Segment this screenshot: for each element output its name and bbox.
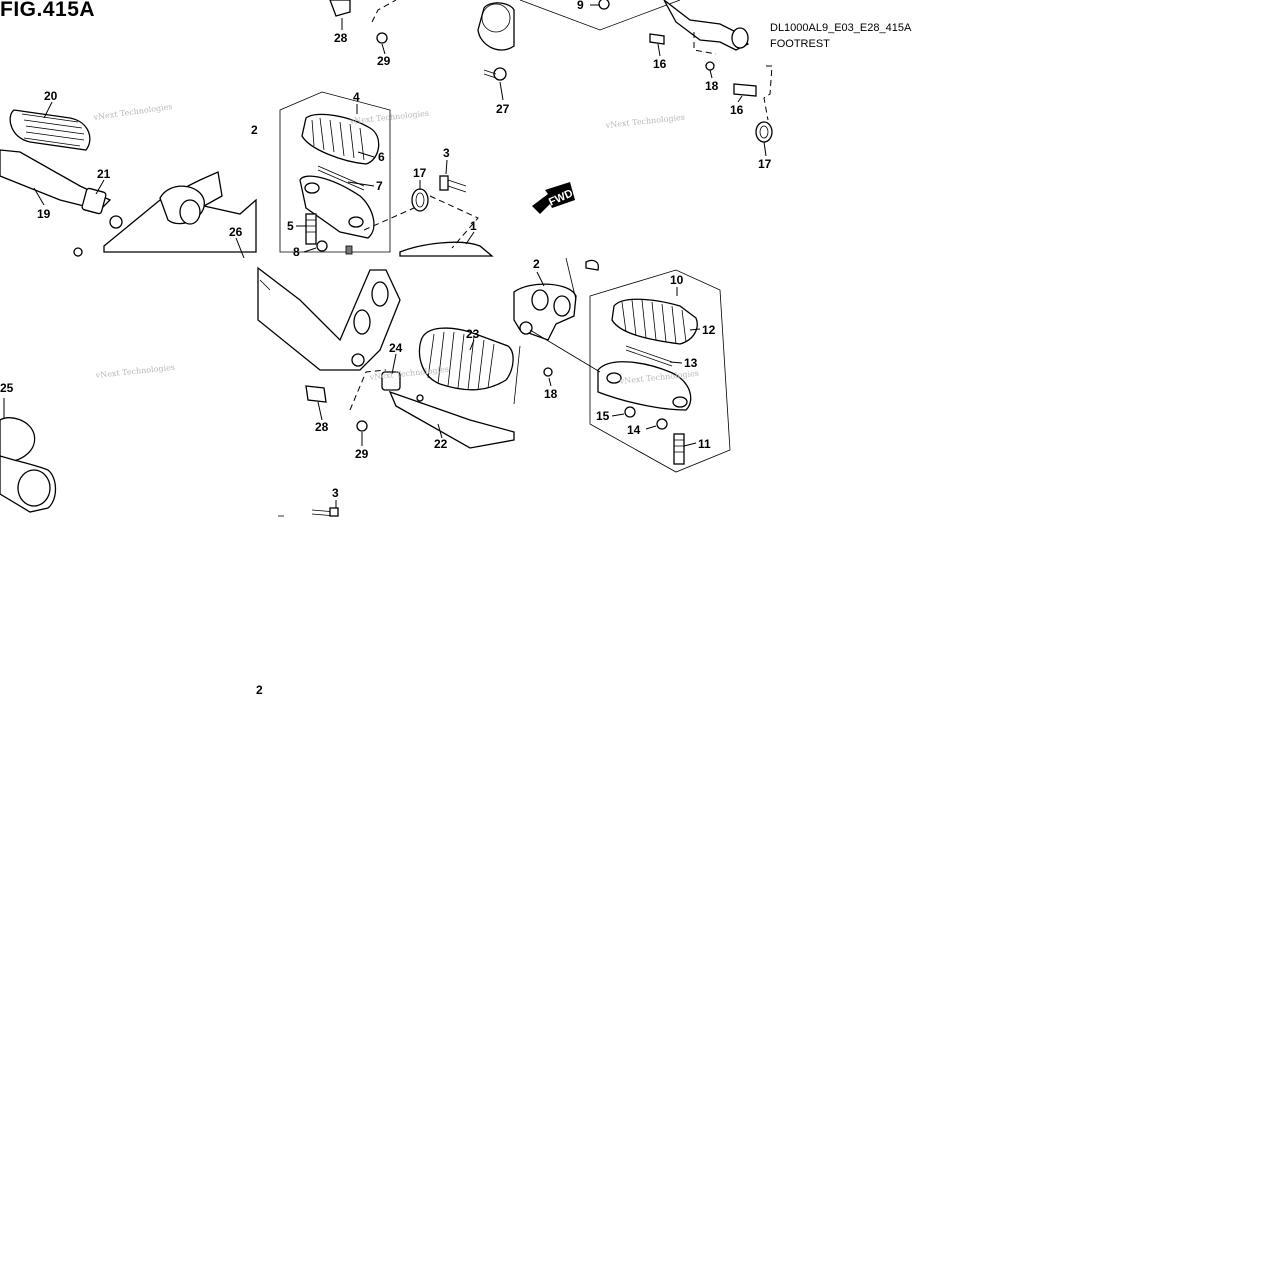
figure-code: DL1000AL9_E03_E28_415A bbox=[770, 22, 912, 34]
part-bracket-lower bbox=[257, 266, 401, 371]
panel-left-upper bbox=[0, 109, 257, 257]
part-bolt-15 bbox=[624, 406, 636, 418]
callout-19: 19 bbox=[37, 207, 51, 221]
panel-bottom-small: 2 bbox=[256, 500, 339, 697]
part-bolt-3-lower bbox=[311, 507, 339, 517]
callout-18b: 18 bbox=[544, 387, 558, 401]
part-spring-right-upper bbox=[755, 121, 773, 143]
part-washer-24 bbox=[381, 371, 401, 391]
watermark: vNext Technologies bbox=[94, 363, 175, 380]
callout-28b: 28 bbox=[315, 420, 329, 434]
callout-18: 18 bbox=[705, 79, 719, 93]
part-pin bbox=[317, 165, 365, 191]
part-bracket-2 bbox=[513, 257, 577, 341]
callout-5: 5 bbox=[287, 219, 294, 233]
callout-28: 28 bbox=[334, 31, 348, 45]
part-bolt-27 bbox=[483, 67, 507, 81]
part-footpeg-rubber-right bbox=[611, 298, 698, 345]
part-pin-28 bbox=[305, 385, 327, 403]
callout-stray: 2 bbox=[256, 683, 263, 697]
part-bracket-1 bbox=[399, 241, 494, 257]
callout-11: 11 bbox=[698, 437, 711, 451]
callout-27: 27 bbox=[496, 102, 510, 116]
callout-25: 25 bbox=[0, 381, 14, 395]
leaders-panel-center-lower bbox=[317, 339, 475, 446]
part-bolt-14 bbox=[656, 418, 668, 430]
callout-14: 14 bbox=[627, 423, 641, 437]
callout-22: 22 bbox=[434, 437, 448, 451]
part-clip-29 bbox=[356, 420, 368, 432]
part-bolt-3-upper bbox=[439, 175, 467, 193]
callout-2: 2 bbox=[533, 257, 540, 271]
callout-24: 24 bbox=[389, 341, 403, 355]
callout-15: 15 bbox=[596, 409, 610, 423]
callout-29: 29 bbox=[377, 54, 391, 68]
panel-center-upper bbox=[279, 91, 494, 257]
callout-29b: 29 bbox=[355, 447, 369, 461]
panel-right-lower bbox=[513, 257, 731, 473]
part-washer bbox=[81, 187, 107, 215]
callout-labels: 20 21 19 26 4 6 7 5 8 3 17 1 28 29 27 9 … bbox=[0, 0, 772, 500]
panel-top-middle bbox=[329, 0, 515, 81]
watermark: vNext Technologies bbox=[92, 102, 173, 122]
part-bracket-left bbox=[73, 171, 257, 257]
assembly-line bbox=[363, 195, 479, 249]
callout-8: 8 bbox=[293, 245, 300, 259]
callout-26: 26 bbox=[229, 225, 243, 239]
callout-10: 10 bbox=[670, 273, 684, 287]
callout-12: 12 bbox=[702, 323, 716, 337]
part-footpeg-rubber-lower bbox=[418, 327, 514, 391]
panel-top-right bbox=[519, 0, 773, 143]
figure-title: FIG.415A bbox=[0, 0, 96, 21]
panel-left-lower bbox=[0, 398, 57, 513]
callout-9: 9 bbox=[577, 0, 584, 12]
part-bolt-11 bbox=[673, 433, 685, 465]
leaders-panel-center bbox=[296, 104, 475, 253]
part-footrest-rubber bbox=[9, 109, 91, 151]
callout-4: 4 bbox=[353, 90, 360, 104]
leaders-panel-top-middle bbox=[341, 18, 504, 101]
figure-name: FOOTREST bbox=[770, 38, 830, 50]
callout-16b: 16 bbox=[730, 103, 744, 117]
callout-6: 6 bbox=[378, 150, 385, 164]
part-spring-center bbox=[411, 188, 429, 212]
callout-3b: 3 bbox=[332, 486, 339, 500]
leaders-panel-top-right bbox=[590, 4, 767, 157]
watermark: vNext Technologies bbox=[348, 109, 429, 126]
part-footpeg-body-right bbox=[597, 361, 692, 411]
part-footpeg-body-center bbox=[299, 175, 375, 239]
part-screw bbox=[345, 245, 353, 255]
callout-17: 17 bbox=[413, 166, 427, 180]
part-footrest-bar bbox=[0, 149, 112, 211]
callout-1: 1 bbox=[470, 219, 477, 233]
watermark: vNext Technologies bbox=[604, 113, 685, 130]
fwd-arrow: FWD bbox=[532, 182, 575, 214]
part-bolt-8 bbox=[316, 240, 328, 252]
part-bolt-5 bbox=[305, 213, 317, 245]
callout-7: 7 bbox=[376, 179, 383, 193]
callout-20: 20 bbox=[44, 89, 58, 103]
part-footpeg-bar-lower bbox=[388, 390, 515, 449]
leaders-panel-left bbox=[33, 101, 245, 259]
callout-2-cut: 2 bbox=[251, 123, 258, 137]
callout-23: 23 bbox=[466, 327, 480, 341]
part-pin-13 bbox=[625, 345, 673, 367]
callout-21: 21 bbox=[97, 167, 111, 181]
callout-17b: 17 bbox=[758, 157, 772, 171]
callout-3: 3 bbox=[443, 146, 450, 160]
callout-13: 13 bbox=[684, 356, 698, 370]
part-footpeg-rubber-center bbox=[301, 113, 380, 165]
part-clip-18 bbox=[543, 367, 553, 377]
callout-16: 16 bbox=[653, 57, 667, 71]
panel-center-lower bbox=[257, 266, 515, 449]
leaders-panel-right-lower bbox=[536, 271, 701, 447]
